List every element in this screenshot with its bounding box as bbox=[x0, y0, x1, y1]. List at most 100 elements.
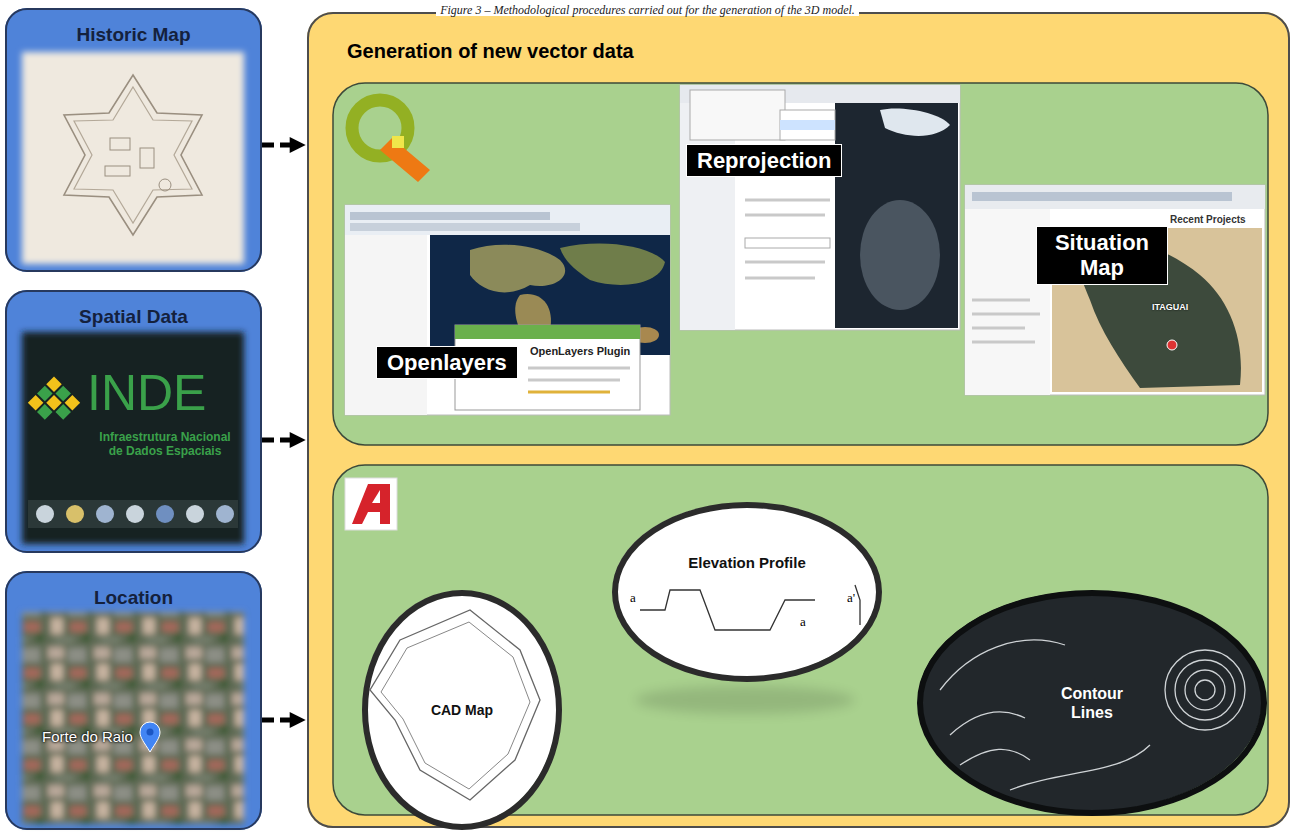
agency-logo bbox=[186, 505, 204, 523]
ellipse-outline bbox=[917, 590, 1267, 816]
list-line bbox=[972, 299, 1030, 302]
title-row: Figure 3 – Methodological procedures car… bbox=[0, 0, 1295, 18]
label-text: Situation Map bbox=[1047, 230, 1157, 281]
product-ellipse: Elevation Profileaaa' bbox=[612, 502, 882, 682]
logo-square bbox=[37, 404, 53, 420]
contour-ring bbox=[1195, 680, 1215, 700]
dashed-arrow bbox=[262, 438, 295, 443]
label-text: Openlayers bbox=[387, 350, 507, 375]
cad-fort-inner bbox=[381, 622, 530, 789]
star-fort-inner bbox=[74, 87, 192, 223]
menu-highlight bbox=[780, 120, 835, 130]
autocad-logo bbox=[345, 478, 397, 530]
map-pin bbox=[1167, 340, 1177, 350]
tool-label: Situation Map bbox=[1037, 227, 1167, 284]
dashed-arrow bbox=[262, 718, 295, 723]
toolbar bbox=[345, 205, 670, 235]
ellipse-border bbox=[365, 593, 559, 827]
agency-logo bbox=[216, 505, 234, 523]
star-fort bbox=[64, 75, 202, 235]
ellipse-border bbox=[615, 505, 879, 679]
panel-heading: Recent Projects bbox=[1170, 214, 1246, 225]
continent bbox=[470, 245, 565, 293]
panel-fill bbox=[5, 571, 262, 830]
contour-line bbox=[1010, 745, 1150, 790]
list-line bbox=[972, 313, 1040, 316]
world-map bbox=[430, 235, 670, 355]
map-label: ITAGUAI bbox=[1152, 302, 1188, 312]
building bbox=[140, 148, 154, 168]
submenu bbox=[780, 110, 835, 140]
building bbox=[110, 138, 130, 150]
contour-line bbox=[940, 640, 1065, 690]
place-name: Forte do Raio bbox=[42, 728, 133, 745]
product-ellipse: Contour Lines bbox=[917, 590, 1267, 816]
agency-logo bbox=[156, 505, 174, 523]
logo-caption: Infraestrutura Nacional de Dados Espacia… bbox=[95, 430, 235, 459]
dialog-line bbox=[528, 367, 630, 370]
list-line bbox=[972, 341, 1035, 344]
connectors bbox=[262, 145, 295, 720]
menu bbox=[690, 90, 785, 140]
continent bbox=[560, 243, 665, 285]
satellite-image bbox=[835, 103, 958, 328]
aerial-photo bbox=[22, 612, 244, 824]
toolbar-icons bbox=[350, 223, 580, 231]
source-panel: Spatial DataINDE Infraestrutura Nacional … bbox=[5, 290, 262, 553]
product-ellipse: CAD Map bbox=[362, 590, 562, 830]
ellipse-outline bbox=[612, 502, 882, 682]
agency-logo bbox=[36, 505, 54, 523]
product-name: Elevation Profile bbox=[688, 554, 806, 572]
panel-title: Generation of new vector data bbox=[347, 40, 634, 63]
contour-ring bbox=[1175, 660, 1235, 720]
panel-title: Location bbox=[94, 587, 173, 609]
layer-panel bbox=[345, 235, 427, 415]
dialog-title: OpenLayers Plugin bbox=[530, 345, 630, 357]
profile-point: a' bbox=[847, 590, 855, 606]
figure-title: Figure 3 – Methodological procedures car… bbox=[436, 4, 859, 16]
autocad-logo-a bbox=[352, 484, 390, 524]
contour-ring bbox=[1165, 650, 1245, 730]
toolbar-icons bbox=[972, 192, 1232, 201]
process-fill bbox=[307, 12, 1290, 828]
map-pin bbox=[140, 722, 160, 752]
tool-label: Openlayers bbox=[377, 347, 517, 378]
qgis-logo bbox=[352, 100, 408, 156]
profile-point: a bbox=[800, 614, 806, 630]
map-pin-dot bbox=[147, 729, 154, 736]
logo-square bbox=[55, 404, 71, 420]
shadow bbox=[635, 686, 855, 714]
source-panel: Historic Map bbox=[5, 8, 262, 272]
agency-logo bbox=[126, 505, 144, 523]
input-box bbox=[745, 238, 830, 248]
toolbar-icons bbox=[350, 212, 550, 220]
product-name: CAD Map bbox=[431, 702, 493, 719]
ice-sheet bbox=[880, 108, 950, 136]
dashed-arrow bbox=[262, 143, 295, 148]
building bbox=[105, 166, 130, 176]
dialog-line bbox=[528, 379, 620, 382]
panel-fill bbox=[5, 8, 262, 272]
dialog-line bbox=[745, 261, 825, 264]
screenshot bbox=[965, 185, 1265, 395]
dialog-line bbox=[745, 214, 825, 217]
logo-text: INDE bbox=[87, 368, 206, 418]
source-panel: LocationForte do Raio bbox=[5, 571, 262, 830]
process-panel: Generation of new vector dataOpenlayers R… bbox=[307, 12, 1290, 828]
contour-line bbox=[960, 749, 1030, 765]
screenshot bbox=[680, 85, 960, 330]
parchment bbox=[22, 52, 244, 264]
panel-title: Spatial Data bbox=[79, 306, 188, 328]
tool-label: Reprojection bbox=[687, 145, 841, 176]
product-name: Contour Lines bbox=[1052, 684, 1132, 722]
logo-row bbox=[28, 500, 238, 528]
profile-line bbox=[855, 585, 860, 625]
gis-panel bbox=[333, 83, 1268, 445]
logo-backdrop bbox=[22, 332, 244, 544]
cad-fort-outline bbox=[370, 610, 540, 800]
contour-ring bbox=[1185, 670, 1225, 710]
dialog-line bbox=[745, 199, 830, 202]
ellipse-border bbox=[920, 593, 1264, 813]
contour-line bbox=[950, 712, 1025, 735]
